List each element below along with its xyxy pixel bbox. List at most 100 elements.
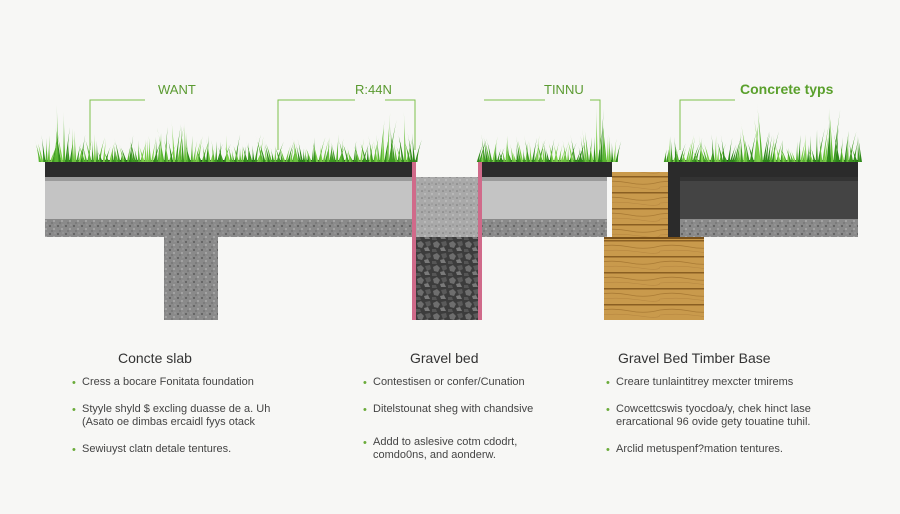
grass-blade	[49, 145, 58, 162]
grass-blade	[395, 143, 402, 162]
grass-blade	[729, 144, 737, 162]
bullet-icon: •	[606, 404, 610, 416]
grass-blade	[566, 135, 574, 162]
grass-blade	[784, 145, 792, 162]
slab-section-middle	[482, 160, 612, 237]
bullet-icon: •	[72, 404, 76, 416]
grass-blade	[341, 139, 350, 162]
grass-blade	[264, 138, 273, 162]
grass-blade	[311, 142, 314, 162]
grass-blade	[752, 112, 761, 162]
grass-blade	[578, 146, 583, 162]
grass-blade	[120, 149, 124, 162]
grass-blade	[109, 141, 116, 162]
grass-blade	[779, 145, 788, 162]
grass-blade	[615, 141, 622, 162]
column-title-concrete-slab: Concte slab	[118, 350, 192, 366]
gravel-trench	[415, 237, 478, 320]
grass-blade	[330, 142, 334, 162]
grass-blade	[195, 138, 202, 162]
grass-blade	[525, 140, 529, 162]
column-title-timber-base: Gravel Bed Timber Base	[618, 350, 771, 366]
grass-blade	[322, 138, 329, 162]
grass-blade	[130, 145, 134, 162]
grass-blade	[376, 134, 380, 162]
grass-blade	[129, 135, 134, 162]
grass-blade	[258, 140, 266, 162]
grass-blade	[715, 136, 724, 162]
grass-blade	[373, 141, 378, 162]
grass-blade	[102, 149, 110, 162]
grass-blade	[270, 148, 275, 162]
grass-blade	[481, 134, 486, 162]
grass-blade	[732, 145, 738, 162]
grass-blade	[241, 146, 244, 162]
grass-blade	[810, 146, 816, 162]
grass-blade	[765, 131, 771, 162]
list-item: •Contestisen or confer/Cunation	[363, 376, 525, 389]
grass-blade	[179, 141, 182, 162]
grass-blade	[379, 119, 385, 162]
grass-blade	[311, 137, 319, 162]
grass-blade	[720, 135, 726, 162]
grass-blade	[134, 147, 138, 162]
bullet-icon: •	[363, 437, 367, 449]
list-item: •Ditelstounat sheg with chandsive	[363, 403, 534, 416]
grass-blade	[382, 128, 385, 162]
grass-blade	[545, 147, 550, 162]
grass-blade	[743, 133, 750, 162]
grass-blade	[506, 137, 510, 162]
grass-blade	[291, 136, 299, 162]
grass-blade	[800, 138, 807, 162]
column-bullets-gravel-bed: •Contestisen or confer/Cunation •Ditelst…	[363, 376, 563, 476]
grass-blade	[241, 142, 248, 162]
grass-blade	[857, 136, 860, 162]
grass-blade	[352, 142, 361, 162]
grass-blade	[505, 148, 513, 162]
column-title-gravel-bed: Gravel bed	[410, 350, 479, 366]
grass-blade	[320, 145, 323, 162]
grass-blade	[340, 138, 344, 162]
grass-blade	[822, 122, 830, 162]
grass-blade	[602, 121, 605, 162]
grass-blade	[767, 135, 773, 162]
grass-blade	[779, 145, 785, 162]
aggregate-layer	[45, 219, 415, 237]
grass-blade	[153, 141, 162, 162]
grass-blade	[535, 137, 543, 162]
grass-blade	[225, 135, 229, 162]
grass-blade	[63, 111, 66, 162]
grass-blade	[337, 136, 345, 162]
grass-blade	[358, 138, 367, 162]
grass-blade	[740, 131, 744, 162]
grass-blade	[481, 148, 485, 162]
grass-blade	[570, 134, 576, 162]
bullet-icon: •	[363, 404, 367, 416]
callout-label-4: Concrete typs	[740, 81, 834, 97]
grass-blade	[498, 147, 505, 162]
grass-blade	[710, 149, 714, 162]
grass-blade	[206, 138, 211, 162]
grass-blade	[202, 144, 207, 162]
grass-blade	[273, 144, 281, 162]
grass-blade	[582, 129, 587, 162]
grass-blade	[287, 141, 295, 162]
grass-blade	[252, 145, 255, 162]
grass-blade	[553, 141, 560, 162]
column-bullets-concrete-slab: •Cress a bocare Fonitata foundation •Sty…	[72, 376, 292, 470]
grass-blade	[45, 138, 48, 162]
grass-blade	[666, 145, 670, 162]
grass-blade	[828, 112, 832, 162]
timber-sleeper-upper	[612, 172, 668, 237]
grass-blade	[195, 147, 202, 162]
grass-blade	[214, 141, 218, 162]
grass-blade	[54, 125, 61, 162]
slab-layer	[45, 177, 415, 219]
grass-blade	[691, 148, 700, 162]
grass-blade	[828, 102, 834, 162]
grass-blade	[347, 147, 352, 162]
grass-blade	[211, 140, 215, 162]
grass-blade	[736, 138, 741, 162]
grass-blade	[600, 108, 604, 162]
